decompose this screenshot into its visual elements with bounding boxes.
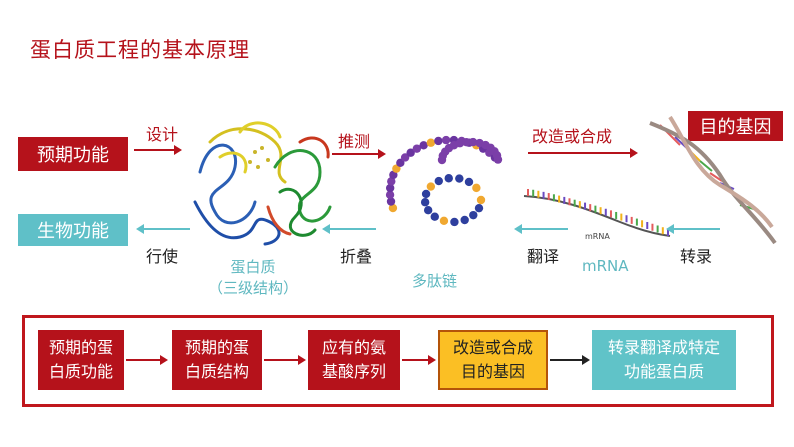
- amino-acid-bead: [474, 203, 484, 213]
- translate-arrow: [514, 224, 568, 234]
- infer-arrow: [332, 149, 386, 159]
- protein-label-line2: （三级结构）: [207, 279, 298, 297]
- amino-acid-bead: [421, 189, 431, 199]
- polypeptide-label: 多肽链: [412, 272, 458, 290]
- target-gene-box: 目的基因: [688, 111, 783, 141]
- perform-arrow: [136, 224, 190, 234]
- flow-step-1-line2: 白质功能: [48, 362, 113, 381]
- amino-acid-bead: [385, 190, 395, 200]
- transcribe-arrow: [666, 224, 720, 234]
- perform-label: 行使: [146, 247, 179, 266]
- flow-step-2-line2: 白质结构: [184, 362, 249, 381]
- fold-arrow: [322, 224, 376, 234]
- biological-function-label: 生物功能: [37, 221, 109, 242]
- page-title: 蛋白质工程的基本原理: [30, 38, 250, 62]
- amino-acid-bead: [468, 137, 478, 147]
- flow-step-2: 预期的蛋 白质结构: [172, 330, 262, 390]
- amino-acid-bead: [423, 205, 433, 215]
- dna-helix-image: [649, 115, 777, 245]
- amino-acid-bead: [469, 210, 478, 220]
- amino-acid-bead: [426, 182, 436, 191]
- polypeptide-chain-image: [385, 135, 503, 227]
- flow-step-2-line1: 预期的蛋: [184, 338, 249, 357]
- amino-acid-bead: [476, 195, 486, 205]
- design-arrow: [134, 145, 182, 155]
- amino-acid-bead: [396, 158, 405, 168]
- flow-step-5-line1: 转录翻译成特定: [607, 338, 720, 357]
- amino-acid-bead: [388, 203, 398, 213]
- flow-arrow-2: [264, 355, 306, 365]
- amino-acid-bead: [460, 215, 469, 225]
- flow-step-1-line1: 预期的蛋: [48, 338, 113, 357]
- amino-acid-bead: [455, 139, 465, 148]
- flow-arrow-3: [402, 355, 436, 365]
- amino-acid-bead: [434, 136, 443, 146]
- flow-step-3-line2: 基酸序列: [321, 362, 386, 381]
- target-gene-label: 目的基因: [699, 117, 772, 138]
- amino-acid-bead: [450, 217, 459, 227]
- flow-step-4-line2: 目的基因: [460, 362, 525, 381]
- protein-label: 蛋白质 （三级结构）: [198, 256, 308, 298]
- mrna-label: mRNA: [582, 257, 629, 275]
- amino-acid-bead: [434, 176, 443, 186]
- amino-acid-bead: [389, 170, 398, 180]
- flow-step-4-line1: 改造或合成: [452, 338, 533, 357]
- flow-step-5-line2: 功能蛋白质: [623, 362, 704, 381]
- amino-acid-bead: [400, 153, 410, 162]
- flowchart-frame: [22, 315, 774, 407]
- amino-acid-bead: [419, 141, 428, 150]
- amino-acid-bead: [420, 198, 430, 207]
- fold-label: 折叠: [340, 247, 373, 266]
- amino-acid-bead: [441, 135, 451, 145]
- biological-function-box: 生物功能: [18, 214, 128, 246]
- amino-acid-bead: [455, 174, 464, 183]
- modify-arrow: [528, 148, 638, 158]
- amino-acid-bead: [462, 137, 471, 147]
- predicted-function-box: 预期功能: [18, 137, 128, 171]
- design-label: 设计: [146, 125, 179, 144]
- modify-or-synthesize-label: 改造或合成: [532, 127, 613, 146]
- flow-step-4: 改造或合成 目的基因: [438, 330, 548, 390]
- flow-step-5: 转录翻译成特定 功能蛋白质: [592, 330, 736, 390]
- amino-acid-bead: [387, 177, 396, 186]
- flow-step-3: 应有的氨 基酸序列: [308, 330, 400, 390]
- amino-acid-bead: [430, 212, 439, 221]
- mrna-small-label: mRNA: [585, 232, 610, 241]
- amino-acid-bead: [426, 138, 436, 147]
- flow-arrow-1: [126, 355, 168, 365]
- mrna-strand-image: [523, 189, 671, 237]
- amino-acid-bead: [464, 177, 474, 187]
- predicted-function-label: 预期功能: [37, 145, 109, 166]
- amino-acid-bead: [493, 155, 503, 164]
- amino-acid-bead: [386, 197, 396, 206]
- transcribe-label: 转录: [680, 247, 713, 266]
- amino-acid-bead: [472, 183, 481, 193]
- protein-label-line1: 蛋白质: [230, 258, 276, 276]
- flow-step-1: 预期的蛋 白质功能: [38, 330, 124, 390]
- amino-acid-bead: [406, 148, 415, 157]
- infer-label: 推测: [338, 132, 371, 151]
- flow-step-3-line1: 应有的氨: [321, 338, 386, 357]
- flow-arrow-4: [550, 355, 590, 365]
- amino-acid-bead: [439, 216, 449, 226]
- translate-label: 翻译: [527, 247, 560, 266]
- amino-acid-bead: [412, 144, 422, 153]
- protein-structure-image: [193, 121, 332, 246]
- amino-acid-bead: [444, 174, 453, 183]
- amino-acid-bead: [385, 183, 395, 193]
